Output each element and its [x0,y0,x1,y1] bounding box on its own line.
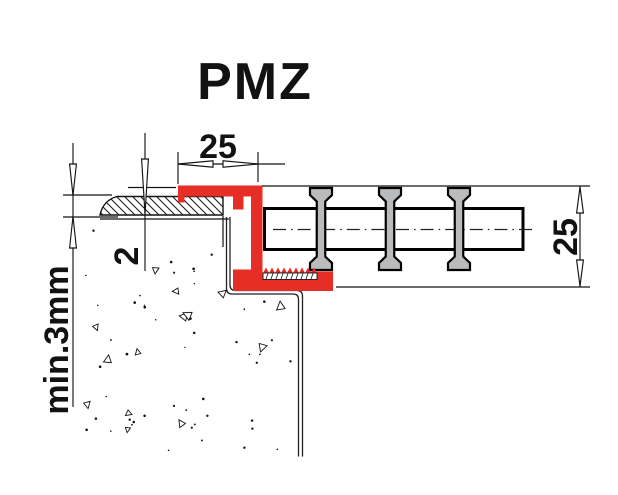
aggregate-dot [139,294,141,297]
aggregate-triangle [82,400,91,410]
dim-right-arrow-top [575,186,585,214]
dim-top-width-label: 25 [199,128,237,166]
dim-right-arrow-bottom [575,259,585,287]
aggregate-triangle [124,409,133,417]
profile-bottom-flange [233,269,333,291]
aggregate-triangle [182,311,193,322]
grating-bar-1 [308,186,334,272]
dim-min-arrow-down [68,163,78,196]
aggregate-dot [185,409,188,411]
aggregate-triangle [178,418,187,429]
aggregate-dot [97,304,99,307]
aggregate-dot [250,419,254,422]
dim-right-height-label: 25 [547,218,585,256]
aggregate-triangle [134,347,142,356]
aggregate-dot [132,420,136,424]
aggregate-dot [255,361,258,364]
aggregate-dot [143,305,147,309]
grating-bar-2 [377,186,403,272]
dim-min-mortar-label: min.3mm [38,265,76,414]
aggregate-dot [94,417,98,420]
aggregate-dot [125,352,129,356]
aggregate-dot [109,339,112,341]
aggregate-dot [167,449,170,452]
aggregate-dot [133,301,137,304]
aggregate-dot [169,260,173,264]
aggregate-dot [248,353,251,356]
dim-offset-arrow [140,158,150,215]
aggregate-triangle [275,300,286,311]
tile-hatched-band [99,195,224,216]
page-title: PMZ [197,53,313,111]
aggregate-triangle [124,426,132,434]
sheet-outer-line [225,217,300,457]
profile-upper-tooth [233,196,244,210]
aggregate-dot [251,427,254,430]
grating-bars [308,186,472,272]
tile-layer [99,195,229,247]
aggregate-dot [263,300,266,303]
serrated-clamp-seat [262,267,333,291]
aggregate-dot [190,426,193,429]
dim-top-offset-label: 2 [108,247,146,266]
aggregate-dot [85,428,88,432]
aggregate-dot [105,395,107,398]
aggregate-dot [184,346,186,349]
aggregate-dot [172,404,176,408]
aggregate-triangle [102,353,112,364]
aggregate-dot [192,267,195,271]
aggregate-dot [193,270,195,273]
aggregate-dot [192,331,196,335]
dim-top-arrow-right [222,160,259,168]
aggregate-dot [131,423,133,426]
aggregate-triangle [151,267,160,275]
aggregate-dot [193,282,196,285]
aggregate-dot [201,397,205,401]
aggregate-triangle [217,289,228,299]
grating-bar-3 [446,186,472,272]
aggregate-dot [210,253,213,256]
dim-min-arrow-up [68,216,78,249]
aggregate-dot [243,308,246,311]
aggregate-dot [270,339,273,342]
aggregate-dot [200,439,203,442]
aggregate-dot [243,446,246,449]
aggregate-dot [92,229,95,232]
aggregate-dot [110,430,112,432]
aggregate-dot [85,274,87,277]
serration-strip [262,272,318,280]
aggregate-triangle [258,342,268,353]
aggregate-dot [143,414,146,418]
profile-cross-section [178,185,333,291]
aggregate-dot [193,423,196,426]
aggregate-dot [143,304,146,307]
aggregate-dot [259,353,261,356]
aggregate-triangle [171,287,180,295]
aggregate-dot [173,271,176,274]
aggregate-dot [206,414,209,417]
concrete-stipple [82,229,292,452]
aggregate-dot [289,360,292,363]
dim-top-arrow-left [177,160,214,168]
serration-ticks [265,273,314,280]
aggregate-triangle [91,323,99,332]
serration-teeth [263,267,317,273]
aggregate-dot [276,448,279,451]
aggregate-dot [235,340,238,344]
aggregate-dot [128,418,131,421]
sheet-inner-line [229,217,304,457]
dimensions [63,133,585,407]
aggregate-dot [98,365,102,369]
aggregate-dot [154,319,157,321]
step-edge-sheet [225,217,304,457]
